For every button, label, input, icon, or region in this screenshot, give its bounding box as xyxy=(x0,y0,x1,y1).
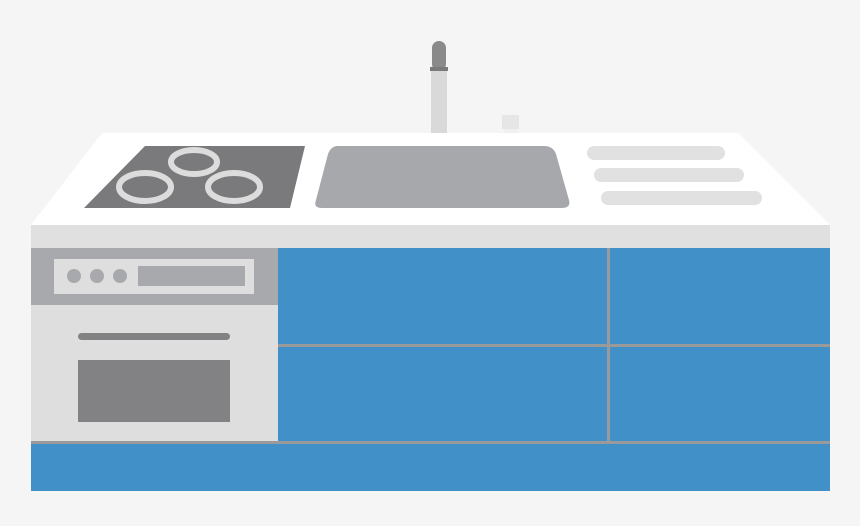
oven-knob xyxy=(90,269,104,283)
oven-icon xyxy=(31,248,278,442)
cooktop-surface xyxy=(84,146,305,208)
burner-back xyxy=(168,147,220,177)
faucet-tip xyxy=(432,41,446,71)
oven-window xyxy=(78,360,230,422)
drain-slot xyxy=(587,146,725,160)
sink-icon xyxy=(315,146,570,208)
burner-left xyxy=(116,170,174,204)
oven-display xyxy=(138,266,245,286)
cabinet-seam-bottom xyxy=(31,441,830,444)
cabinet-block xyxy=(31,248,830,491)
cabinet-plinth xyxy=(31,444,830,491)
soap-dispenser-top xyxy=(502,115,519,129)
faucet-collar xyxy=(430,67,448,71)
cabinet-seam-horizontal xyxy=(278,344,830,347)
drainboard xyxy=(587,146,762,205)
countertop-edge xyxy=(31,225,830,248)
faucet-neck xyxy=(431,68,447,140)
oven-knob xyxy=(67,269,81,283)
oven-door-handle xyxy=(78,333,230,340)
faucet-icon xyxy=(430,41,448,140)
burner-right xyxy=(205,170,263,204)
drain-slot xyxy=(594,168,744,182)
induction-cooktop-icon xyxy=(84,146,305,208)
oven-knob xyxy=(113,269,127,283)
drain-slot xyxy=(601,191,762,205)
